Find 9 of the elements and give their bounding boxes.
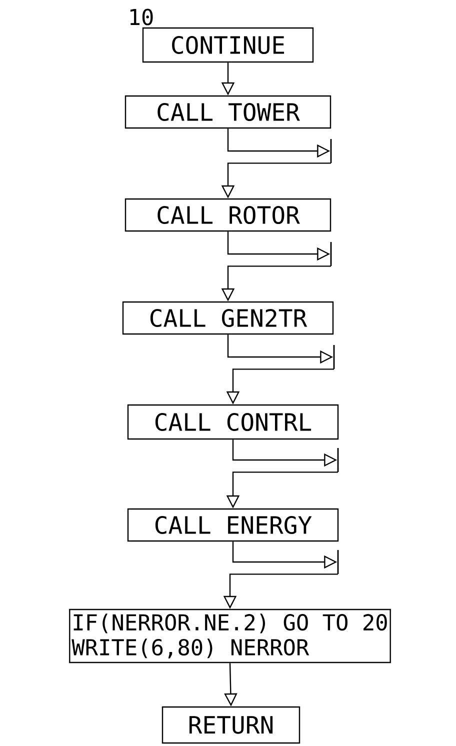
statement-box: IF(NERROR.NE.2) GO TO 20 WRITE(6,80) NERROR: [69, 608, 391, 664]
statement-box: CALL ROTOR: [124, 198, 332, 232]
statement-box: CONTINUE: [142, 27, 314, 63]
statement-box: RETURN: [162, 706, 300, 744]
statement-box: CALL ENERGY: [127, 508, 339, 542]
statement-label: 10: [130, 8, 153, 26]
statement-box: CALL GEN2TR: [122, 301, 334, 335]
statement-box: CALL CONTRL: [127, 404, 339, 440]
statement-box: CALL TOWER: [124, 95, 332, 129]
